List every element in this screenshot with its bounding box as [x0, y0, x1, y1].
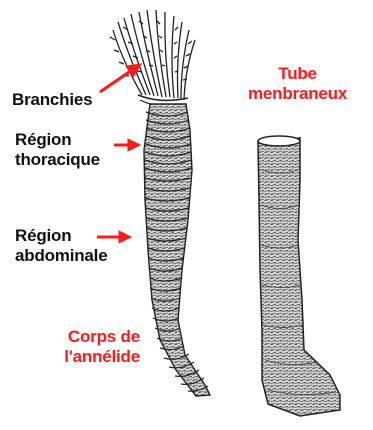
membranous-tube-drawing	[258, 136, 340, 416]
arrows	[97, 64, 141, 243]
label-corps-line1: Corps de	[22, 327, 140, 347]
branchies-crown-drawing	[110, 10, 195, 106]
label-tube-line1: Tube	[248, 64, 347, 84]
annelid-body-drawing	[144, 104, 210, 396]
label-region-abdominale: Région abdominale	[15, 226, 107, 266]
label-region-thoracique-line1: Région	[15, 130, 100, 150]
label-region-thoracique-line2: thoracique	[15, 150, 100, 170]
label-region-thoracique: Région thoracique	[15, 130, 100, 170]
label-corps-annelide: Corps de l'annélide	[22, 327, 140, 367]
label-tube-menbraneux: Tube menbraneux	[248, 64, 347, 104]
label-region-abdominale-line1: Région	[15, 226, 107, 246]
label-branchies: Branchies	[12, 90, 92, 110]
label-region-abdominale-line2: abdominale	[15, 246, 107, 266]
arrow-region-thoracique	[114, 139, 140, 151]
arrow-branchies	[100, 64, 141, 92]
label-corps-line2: l'annélide	[22, 347, 140, 367]
label-tube-line2: menbraneux	[248, 84, 347, 104]
